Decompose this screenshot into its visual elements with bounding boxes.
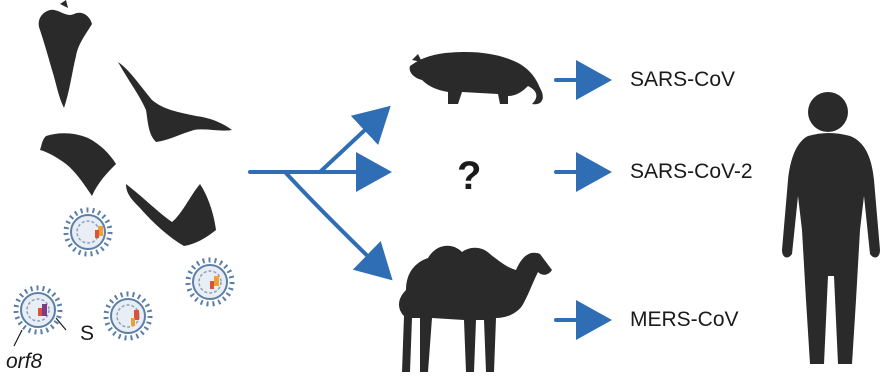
branching-arrows <box>248 60 612 340</box>
arrow-to-civet <box>318 105 391 174</box>
coronavirus-particle-icon <box>13 288 67 347</box>
sars-cov-label: SARS-CoV <box>630 68 736 91</box>
human-silhouette-icon <box>782 92 880 364</box>
bat-silhouette-icon <box>126 184 216 246</box>
unknown-host-label: ? <box>457 154 482 198</box>
orf8-gene-label: orf8 <box>6 350 43 373</box>
bat-silhouette-icon <box>118 62 232 142</box>
bat-silhouette-icon <box>38 0 92 109</box>
civet-silhouette-icon <box>409 52 543 105</box>
sars-cov-2-label: SARS-CoV-2 <box>630 160 753 183</box>
mers-cov-label: MERS-CoV <box>630 308 739 331</box>
camel-silhouette-icon <box>399 245 552 372</box>
coronavirus-particle-icon <box>66 210 110 254</box>
spike-gene-label: S <box>80 322 95 345</box>
coronavirus-particle-icon <box>106 294 150 338</box>
arrow-to-camel <box>283 170 393 281</box>
coronavirus-particle-icon <box>188 260 232 304</box>
bat-silhouette-icon <box>40 133 116 196</box>
